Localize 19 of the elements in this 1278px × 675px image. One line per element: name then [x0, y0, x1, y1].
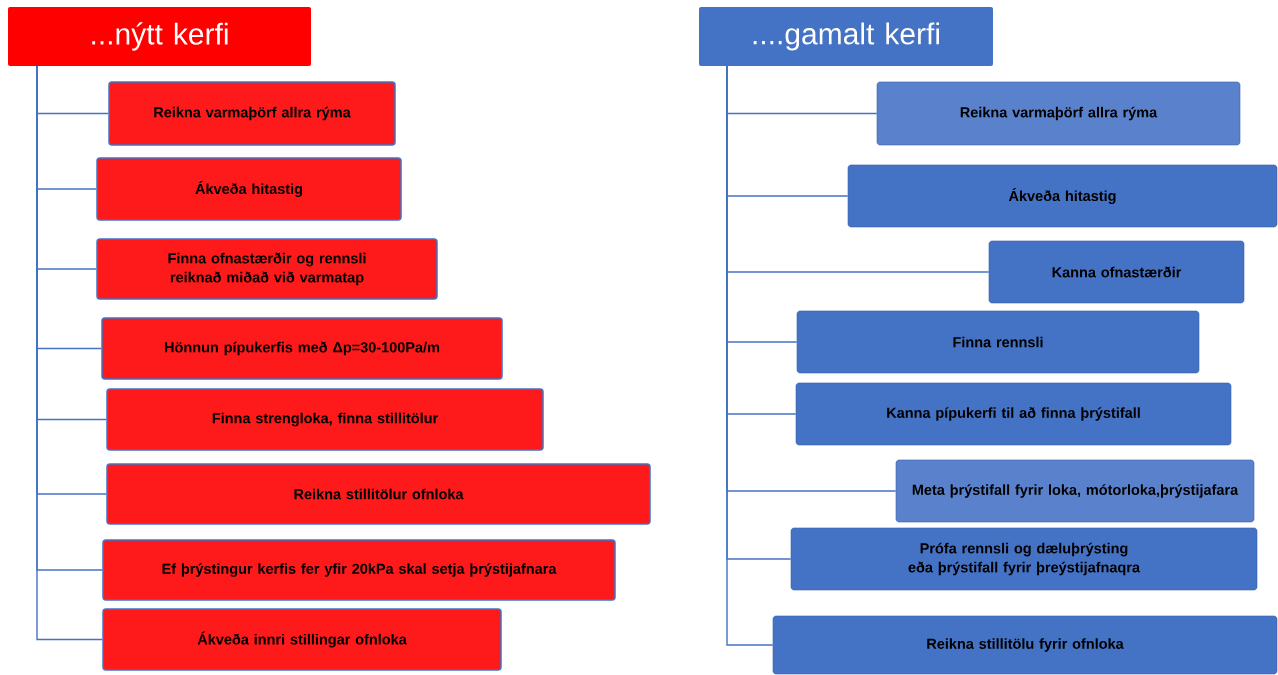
- step-box: Ákveða innri stillingar ofnloka: [102, 608, 502, 671]
- heading-box: ....gamalt kerfi: [699, 7, 993, 66]
- step-box: Ákveða hitastig: [847, 164, 1278, 228]
- step-box: Ef þrýstingur kerfis fer yfir 20kPa skal setja þrýstijafnara: [102, 539, 616, 601]
- step-box: Reikna varmaþörf allra rýma: [108, 81, 396, 146]
- step-box: Kanna ofnastærðir: [988, 240, 1245, 304]
- step-box: Prófa rennsli og dæluþrýsting eða þrýstifall fyrir þreýstijafnaqra: [790, 527, 1258, 591]
- step-box: Hönnun pípukerfis með Δp=30-100Pa/m: [101, 317, 503, 380]
- step-box: Reikna varmaþörf allra rýma: [876, 81, 1241, 146]
- step-box: Ákveða hitastig: [96, 157, 402, 221]
- step-box: Meta þrýstifall fyrir loka, mótorloka,þrýstijafara: [895, 459, 1255, 523]
- heading-box: ...nýtt kerfi: [8, 7, 311, 66]
- step-box: Kanna pípukerfi til að finna þrýstifall: [795, 382, 1232, 446]
- step-box: Reikna stillitölu fyrir ofnloka: [772, 615, 1278, 675]
- step-box: Finna strengloka, finna stillitölur: [106, 388, 544, 451]
- step-box: Finna rennsli: [796, 310, 1200, 374]
- step-box: Reikna stillitölur ofnloka: [106, 463, 651, 525]
- connector-line: [726, 65, 774, 646]
- step-box: Finna ofnastærðir og rennsli reiknað miðað við varmatap: [96, 238, 438, 300]
